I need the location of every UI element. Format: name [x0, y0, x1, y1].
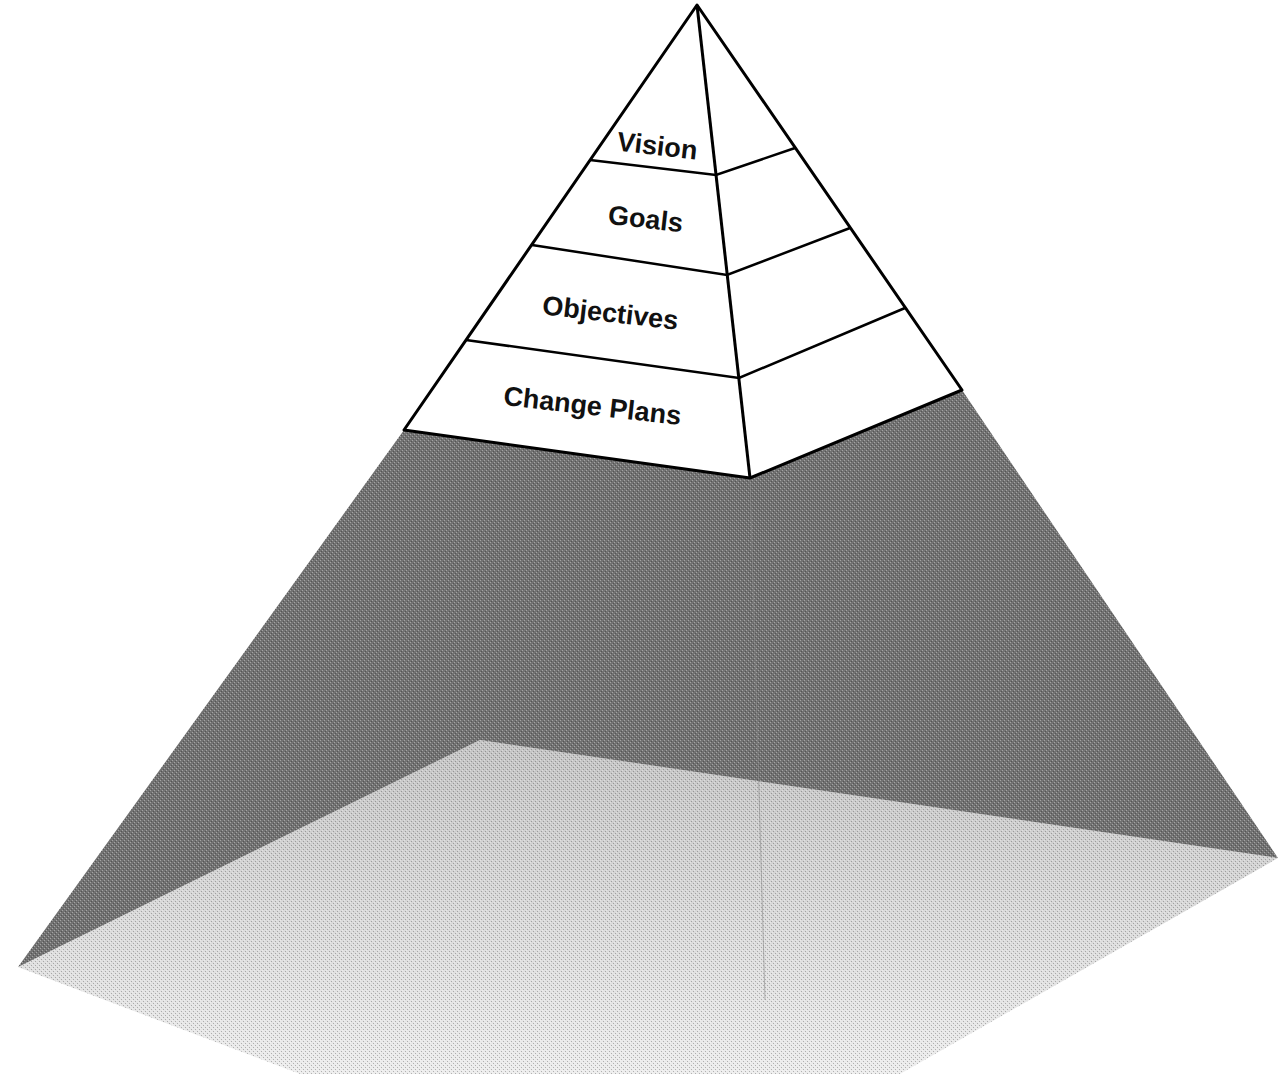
pyramid-faint-edge	[750, 478, 765, 1000]
pyramid-top	[404, 5, 962, 478]
pyramid-edge	[697, 5, 750, 478]
band-line	[466, 308, 905, 378]
pyramid-lower-texture	[18, 390, 1278, 967]
pyramid-lower-body	[18, 390, 1278, 967]
band-line	[532, 228, 850, 275]
